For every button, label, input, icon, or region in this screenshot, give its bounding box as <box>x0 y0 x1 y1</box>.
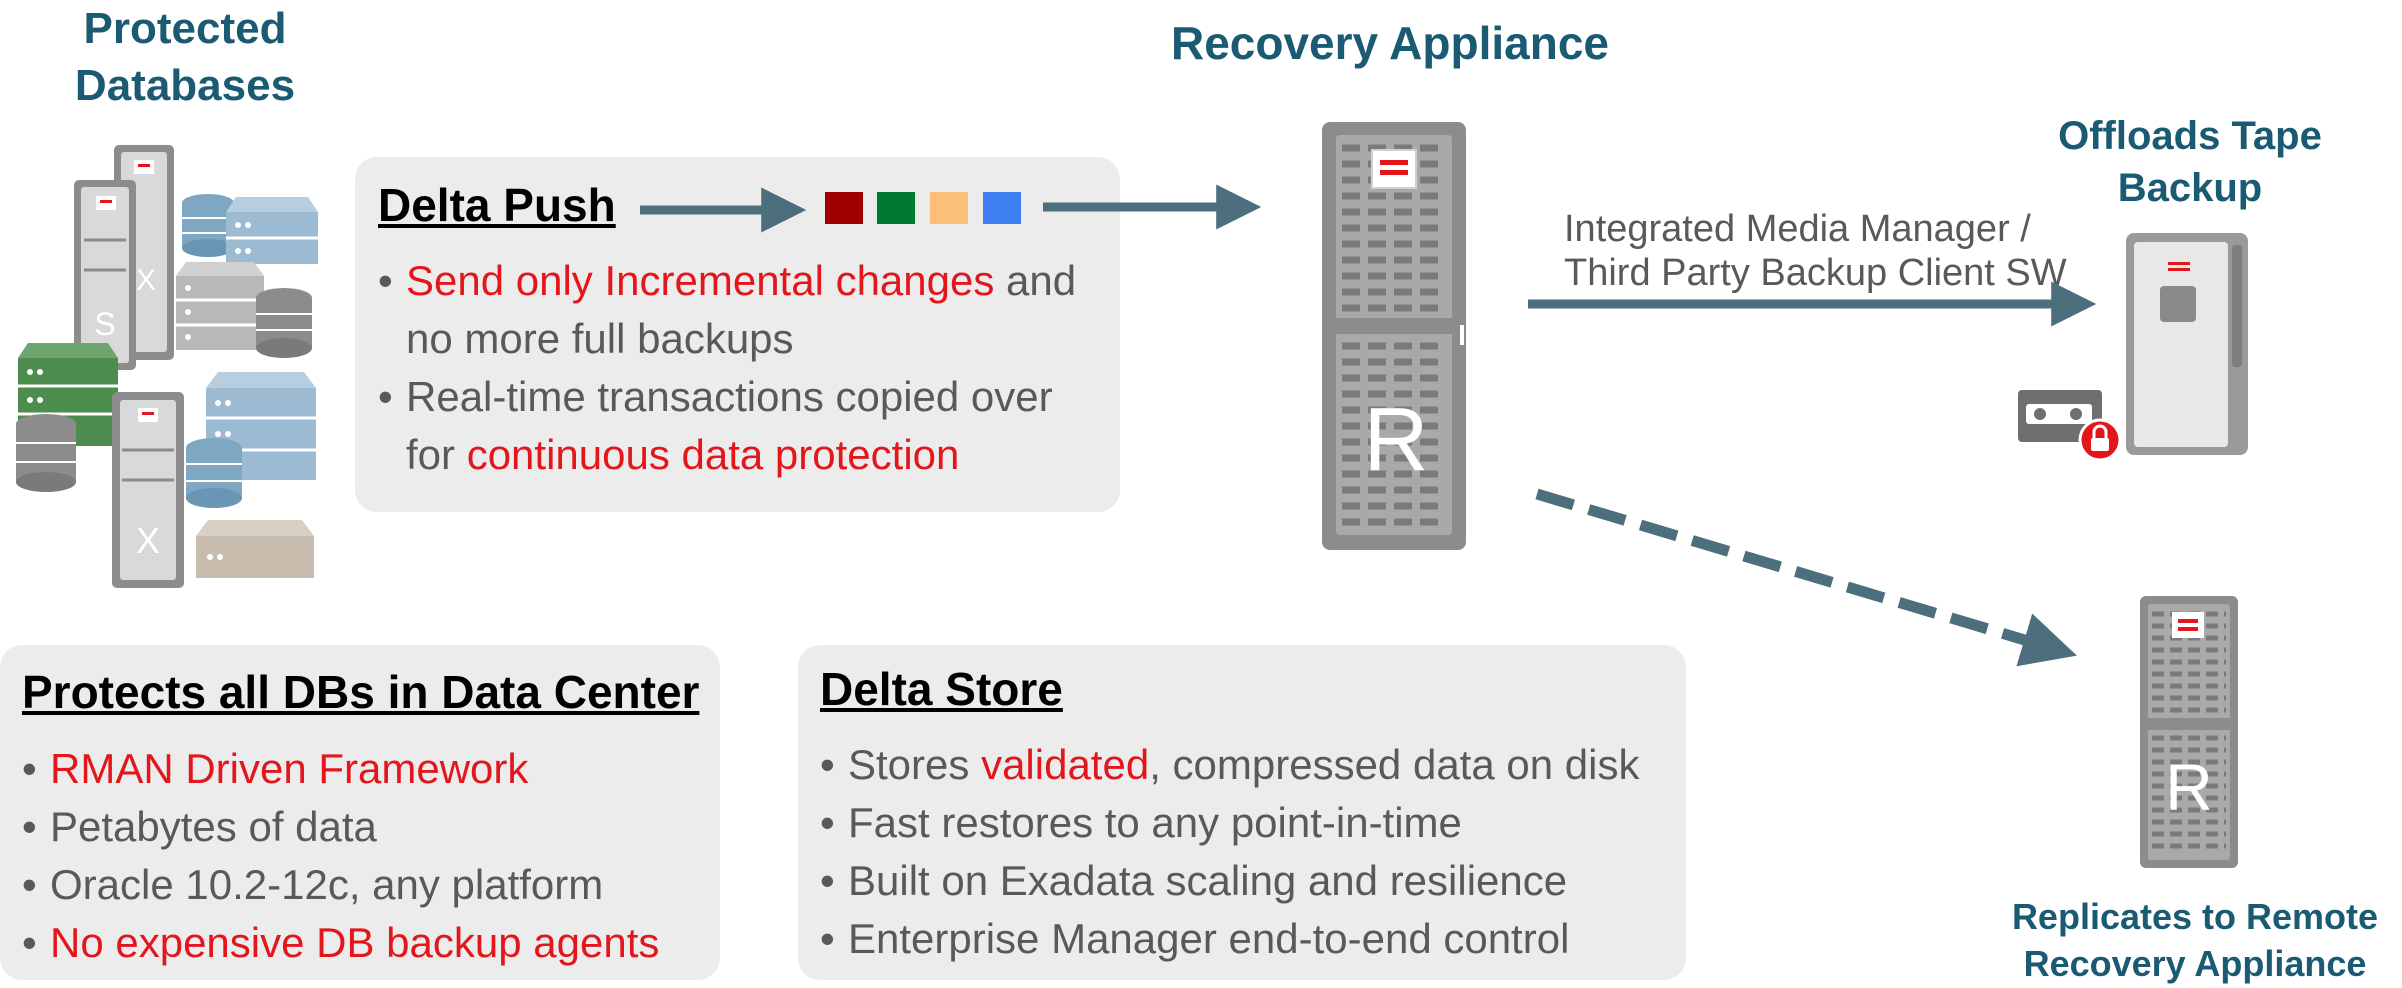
server-letter-x: X <box>136 520 160 561</box>
delta-store-bullets: Stores validated, compressed data on dis… <box>820 736 1639 968</box>
delta-store-heading: Delta Store <box>820 663 1063 715</box>
protects-bullet: No expensive DB backup agents <box>22 914 659 972</box>
delta-push-heading: Delta Push <box>378 179 616 231</box>
storage-unit-icon <box>196 520 314 578</box>
protected-databases-cluster: X S <box>16 145 318 588</box>
storage-unit-icon <box>176 262 264 350</box>
protected-databases-title-line1: Protected <box>83 4 287 53</box>
bullet-prefix: for <box>406 431 467 478</box>
delta-store-bullet: Enterprise Manager end-to-end control <box>820 910 1639 968</box>
bullet-text: , compressed data on disk <box>1149 741 1640 788</box>
delta-push-bullets: Send only Incremental changes and no mor… <box>378 252 1076 484</box>
server-letter-x: X <box>136 264 156 297</box>
bullet-text: Real-time transactions copied over <box>406 373 1053 420</box>
bullet-text: Built on Exadata scaling and resilience <box>848 857 1568 904</box>
bullet-highlight: validated <box>981 741 1150 788</box>
database-cylinder-icon <box>256 288 312 358</box>
server-tower-icon: X <box>112 392 184 588</box>
bullet-text: Petabytes of data <box>50 803 377 850</box>
main-rack-letter: R <box>1364 390 1429 490</box>
database-cylinder-icon <box>16 414 76 492</box>
protects-bullet: Oracle 10.2-12c, any platform <box>22 856 659 914</box>
delta-push-bullet-continuation: for continuous data protection <box>378 426 1076 484</box>
delta-push-bullet: Real-time transactions copied over <box>378 368 1076 426</box>
delta-push-bullet-continuation: no more full backups <box>378 310 1076 368</box>
server-letter-s: S <box>94 306 115 342</box>
bullet-text: Oracle 10.2-12c, any platform <box>50 861 604 908</box>
protected-databases-title: Protected Databases <box>60 0 310 114</box>
protects-bullet: Petabytes of data <box>22 798 659 856</box>
change-block-orange <box>930 192 968 224</box>
database-cylinder-icon <box>182 194 234 257</box>
tape-cartridge-icon <box>2018 390 2102 442</box>
bullet-text: Fast restores to any point-in-time <box>848 799 1462 846</box>
replication-arrow <box>1535 488 2077 667</box>
offloads-tape-backup-title: Offloads Tape Backup <box>2030 110 2350 214</box>
bullet-text: Enterprise Manager end-to-end control <box>848 915 1570 962</box>
delta-store-bullet: Fast restores to any point-in-time <box>820 794 1639 852</box>
change-block-green <box>877 192 915 224</box>
remote-recovery-appliance-rack-icon: R <box>2140 596 2238 868</box>
change-block-red <box>825 192 863 224</box>
protected-databases-title-line2: Databases <box>74 61 296 111</box>
replicates-title-line1: Replicates to Remote <box>2011 896 2379 937</box>
remote-rack-letter: R <box>2165 750 2213 824</box>
bullet-highlight: Send only Incremental changes <box>406 257 995 304</box>
delta-store-bullet: Built on Exadata scaling and resilience <box>820 852 1639 910</box>
bullet-prefix: Stores <box>848 741 982 788</box>
delta-store-bullet: Stores validated, compressed data on dis… <box>820 736 1639 794</box>
bullet-text: and <box>994 257 1077 304</box>
storage-unit-icon <box>226 197 318 264</box>
recovery-appliance-title: Recovery Appliance <box>1170 17 1610 69</box>
media-manager-label-line1: Integrated Media Manager / <box>1564 208 2031 250</box>
offloads-title-line1: Offloads Tape <box>2058 114 2322 158</box>
change-block-blue <box>983 192 1021 224</box>
protects-heading: Protects all DBs in Data Center <box>22 666 700 718</box>
offloads-title-line2: Backup <box>2117 166 2263 210</box>
replicates-remote-title: Replicates to Remote Recovery Appliance <box>1990 894 2400 988</box>
bullet-highlight: No expensive DB backup agents <box>50 919 660 966</box>
bullet-text: no more full backups <box>406 315 794 362</box>
media-manager-label-line2: Third Party Backup Client SW <box>1564 252 2067 294</box>
bullet-highlight: continuous data protection <box>466 431 960 478</box>
protects-bullet: RMAN Driven Framework <box>22 740 659 798</box>
delta-push-bullet: Send only Incremental changes and <box>378 252 1076 310</box>
replicates-title-line2: Recovery Appliance <box>2023 942 2367 984</box>
server-tower-icon: S <box>74 180 136 370</box>
lock-icon <box>2078 418 2122 462</box>
tape-library-icon <box>2126 233 2248 455</box>
database-cylinder-icon <box>186 438 242 508</box>
storage-unit-icon <box>206 372 316 480</box>
bullet-highlight: RMAN Driven Framework <box>50 745 529 792</box>
protects-bullets: RMAN Driven Framework Petabytes of data … <box>22 740 659 972</box>
recovery-appliance-rack-icon: R <box>1322 122 1466 550</box>
